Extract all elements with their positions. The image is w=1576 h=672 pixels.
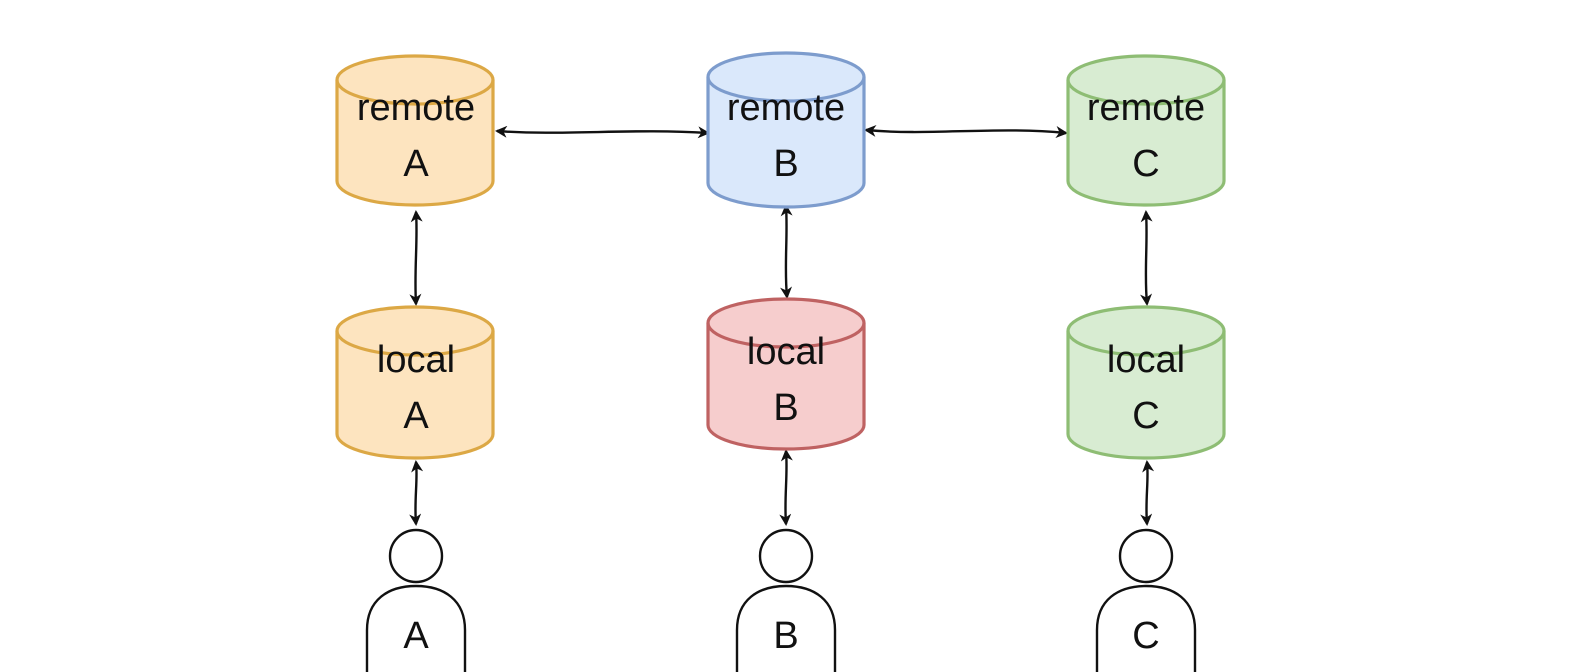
local-c-label-line1: local — [1107, 339, 1185, 381]
local-c-cylinder-rim — [1066, 330, 1226, 357]
edge-local-b-user-b — [779, 449, 793, 526]
user-b-head — [758, 528, 814, 584]
user-c-body — [1095, 584, 1197, 672]
remote-c-label-line1: remote — [1087, 87, 1205, 129]
edge-local-a-user-a — [409, 460, 424, 526]
remote-a-label-line2: A — [403, 143, 429, 185]
local-b-cylinder — [706, 297, 866, 451]
local-c-node: local C — [1066, 305, 1226, 460]
user-a-body — [365, 584, 467, 672]
edge-remote-a-remote-b — [495, 125, 710, 139]
remote-b-cylinder — [706, 51, 866, 209]
remote-a-cylinder — [335, 54, 495, 207]
local-c-label-line2: C — [1132, 395, 1159, 437]
remote-c-cylinder-rim — [1066, 79, 1226, 106]
edges-layer — [409, 124, 1155, 526]
local-c-cylinder — [1066, 305, 1226, 460]
local-a-label-line1: local — [377, 339, 455, 381]
remote-b-node: remote B — [706, 51, 866, 209]
local-b-label-line1: local — [747, 331, 825, 373]
remote-c-cylinder — [1066, 54, 1226, 207]
remote-a-label-line1: remote — [357, 87, 475, 129]
user-a: A — [365, 528, 467, 672]
user-b-body — [735, 584, 837, 672]
user-a-head — [388, 528, 444, 584]
edge-remote-c-local-c — [1140, 210, 1153, 306]
local-a-cylinder-rim — [335, 330, 495, 357]
remote-c-label-line2: C — [1132, 143, 1159, 185]
edge-remote-b-local-b — [780, 204, 793, 299]
edge-remote-a-local-a — [409, 210, 423, 306]
remote-b-label-line2: B — [773, 143, 798, 185]
remote-b-label-line1: remote — [727, 87, 845, 129]
local-a-label-line2: A — [403, 395, 429, 437]
remote-c-node: remote C — [1066, 54, 1226, 207]
local-b-cylinder-rim — [706, 322, 866, 349]
local-a-node: local A — [335, 305, 495, 460]
local-b-label-line2: B — [773, 387, 798, 429]
user-c-label: C — [1132, 615, 1159, 657]
user-b: B — [735, 528, 837, 672]
remote-a-cylinder-rim — [335, 79, 495, 106]
user-c-head — [1118, 528, 1174, 584]
remote-a-node: remote A — [335, 54, 495, 207]
user-c: C — [1095, 528, 1197, 672]
edge-local-c-user-c — [1140, 460, 1155, 526]
local-b-node: local B — [706, 297, 866, 451]
user-a-label: A — [403, 615, 429, 657]
local-a-cylinder — [335, 305, 495, 460]
remote-b-cylinder-rim — [706, 76, 866, 103]
user-b-label: B — [773, 615, 798, 657]
edge-remote-b-remote-c — [864, 124, 1068, 138]
